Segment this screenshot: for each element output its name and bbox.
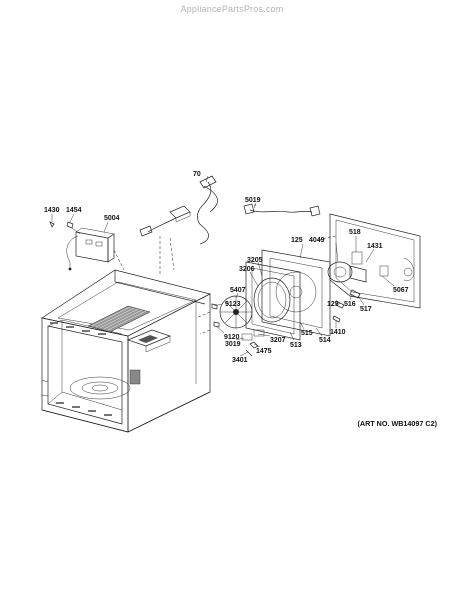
callout-5067: 5067 xyxy=(393,287,409,294)
callout-517: 517 xyxy=(360,306,372,313)
watermark-text: AppliancePartsPros.com xyxy=(180,4,284,14)
wire-harness-5019 xyxy=(243,203,321,217)
art-number: (ART NO. WB14097 C2) xyxy=(358,419,438,428)
callout-5019: 5019 xyxy=(245,197,261,204)
bracket-5004 xyxy=(49,221,125,271)
callout-3019: 3019 xyxy=(225,341,241,348)
callout-3401: 3401 xyxy=(232,357,248,364)
callout-3206: 3206 xyxy=(239,266,255,273)
callout-5004: 5004 xyxy=(104,215,120,222)
callout-3205: 3205 xyxy=(247,257,263,264)
callout-1475: 1475 xyxy=(256,348,272,355)
fan-assembly xyxy=(195,249,367,357)
callout-518: 518 xyxy=(349,229,361,236)
callout-513: 513 xyxy=(290,342,302,349)
callout-125-mid: 125 xyxy=(327,301,339,308)
callout-516: 516 xyxy=(344,301,356,308)
callout-9120: 9120 xyxy=(224,334,240,341)
callout-5407: 5407 xyxy=(230,287,246,294)
callout-125-top: 125 xyxy=(291,237,303,244)
callout-1410: 1410 xyxy=(330,329,346,336)
callout-515: 515 xyxy=(301,330,313,337)
callout-70: 70 xyxy=(193,171,201,178)
callout-1430: 1430 xyxy=(44,207,60,214)
wire-harness-70 xyxy=(139,175,218,276)
oven-cavity xyxy=(41,269,211,433)
callout-leader-lines xyxy=(51,175,395,357)
callout-1431: 1431 xyxy=(367,243,383,250)
callout-3207: 3207 xyxy=(270,337,286,344)
callout-labels: 70 5019 1430 1454 5004 125 4049 518 1431… xyxy=(44,171,409,364)
callout-1454: 1454 xyxy=(66,207,82,214)
callout-9123: 9123 xyxy=(225,301,241,308)
callout-4049: 4049 xyxy=(309,237,325,244)
callout-514: 514 xyxy=(319,337,331,344)
